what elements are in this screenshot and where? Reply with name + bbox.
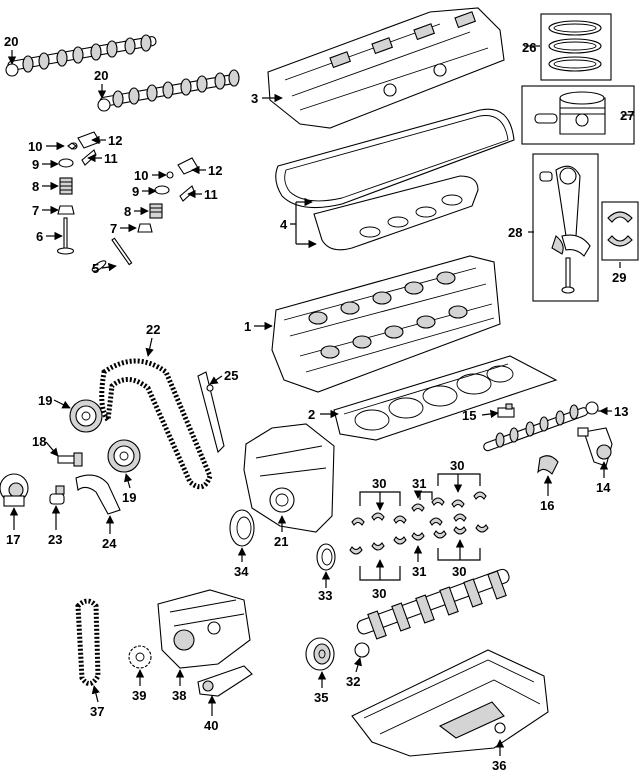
timing-cover — [243, 423, 335, 533]
tensioner-rail — [75, 474, 121, 515]
callout-12-b: 12 — [208, 163, 222, 178]
callout-14: 14 — [596, 480, 611, 495]
callout-1: 1 — [244, 319, 251, 334]
callout-8-a: 8 — [32, 179, 39, 194]
callout-30-c: 30 — [372, 586, 386, 601]
main-bearings — [349, 491, 489, 555]
callout-13: 13 — [614, 404, 628, 419]
callout-10-b: 10 — [134, 168, 148, 183]
callout-30-b: 30 — [450, 458, 464, 473]
callout-7-a: 7 — [32, 203, 39, 218]
callout-30-d: 30 — [452, 564, 466, 579]
callout-7-b: 7 — [110, 221, 117, 236]
callout-27: 27 — [620, 108, 634, 123]
leader-lines — [7, 45, 634, 756]
chain-tensioner — [0, 473, 29, 507]
timing-chain-lower — [75, 598, 101, 686]
valve-train-right — [91, 157, 199, 272]
callout-12-a: 12 — [108, 133, 122, 148]
camshaft-sensor — [497, 403, 515, 418]
callout-17: 17 — [6, 532, 20, 547]
cylinder-head — [271, 255, 501, 393]
head-gasket — [333, 355, 558, 441]
callout-38: 38 — [172, 688, 186, 703]
chain-guide-rail — [197, 371, 225, 454]
callout-16: 16 — [540, 498, 554, 513]
callout-10-a: 10 — [28, 139, 42, 154]
callout-9-b: 9 — [132, 184, 139, 199]
piston-box — [521, 85, 635, 145]
callout-15: 15 — [462, 408, 476, 423]
valve-train-left — [56, 131, 101, 255]
crankshaft — [354, 568, 510, 658]
callout-26: 26 — [522, 40, 536, 55]
callout-20-a: 20 — [4, 34, 18, 49]
front-crank-seal — [229, 509, 255, 547]
callout-35: 35 — [314, 690, 328, 705]
camshaft-adjuster-lower — [107, 439, 141, 473]
camshaft-adjuster-upper — [69, 399, 103, 433]
callout-31-b: 31 — [412, 564, 426, 579]
callout-34: 34 — [234, 564, 249, 579]
callout-19-b: 19 — [122, 490, 136, 505]
callout-labels: 20 20 3 26 27 10 12 9 11 8 7 6 10 12 9 1… — [4, 34, 634, 773]
oil-pan — [351, 649, 549, 757]
callout-19-a: 19 — [38, 393, 52, 408]
variable-valve-camshaft — [483, 401, 599, 452]
callout-21: 21 — [274, 534, 288, 549]
valve-cover-gaskets — [275, 108, 515, 251]
callout-36: 36 — [492, 758, 506, 773]
exhaust-camshaft — [97, 69, 240, 112]
callout-28: 28 — [508, 225, 522, 240]
callout-32: 32 — [346, 674, 360, 689]
sprocket-bolt — [57, 452, 83, 467]
oil-pump — [157, 589, 251, 669]
callout-5: 5 — [92, 261, 99, 276]
intake-camshaft — [5, 34, 157, 77]
callout-30-a: 30 — [372, 476, 386, 491]
valve-cover — [267, 7, 505, 129]
callout-25: 25 — [224, 368, 238, 383]
callout-40: 40 — [204, 718, 218, 733]
callout-24: 24 — [102, 536, 117, 551]
callout-3: 3 — [251, 91, 258, 106]
connecting-rod-box — [532, 153, 599, 302]
callout-29: 29 — [612, 270, 626, 285]
callout-39: 39 — [132, 688, 146, 703]
rod-bearings-box — [601, 201, 639, 261]
callout-22: 22 — [146, 322, 160, 337]
callout-18: 18 — [32, 434, 46, 449]
oil-spray-nozzle — [49, 485, 65, 505]
callout-23: 23 — [48, 532, 62, 547]
oil-pump-sprocket — [128, 645, 152, 669]
callout-37: 37 — [90, 704, 104, 719]
callout-20-b: 20 — [94, 68, 108, 83]
callout-4: 4 — [280, 217, 288, 232]
piston-rings-box — [540, 13, 612, 81]
callout-8-b: 8 — [124, 204, 131, 219]
callout-31-a: 31 — [412, 476, 426, 491]
cam-follower — [537, 455, 559, 475]
crankshaft-pulley — [305, 637, 335, 671]
callout-11-a: 11 — [104, 151, 118, 166]
rear-crank-seal — [316, 543, 336, 571]
callout-6: 6 — [36, 229, 43, 244]
callout-11-b: 11 — [204, 187, 218, 202]
eccentric-shaft-actuator — [577, 427, 613, 467]
callout-33: 33 — [318, 588, 332, 603]
callout-2: 2 — [308, 407, 315, 422]
callout-9-a: 9 — [32, 157, 39, 172]
oil-pickup-tube — [197, 665, 253, 697]
